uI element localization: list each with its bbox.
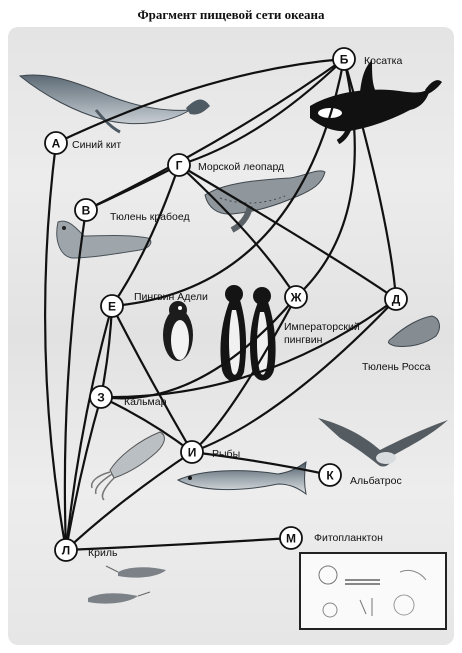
- phytoplankton-illustration: [300, 553, 446, 629]
- node-v: В Тюлень крабоед: [75, 199, 190, 223]
- node-label: Морской леопард: [198, 161, 284, 173]
- node-b: Б Косатка: [333, 48, 402, 70]
- node-label: Тюлень крабоед: [110, 211, 190, 223]
- connection-z-l: [66, 397, 101, 550]
- node-letter: Е: [108, 300, 116, 314]
- node-k: К Альбатрос: [319, 464, 402, 487]
- node-letter: З: [97, 391, 105, 405]
- node-letter: Б: [340, 53, 349, 67]
- connection-d-z: [101, 299, 396, 397]
- node-label: Альбатрос: [350, 475, 402, 487]
- node-e: Е Пингвин Адели: [101, 291, 208, 317]
- albatross-illustration: [318, 418, 448, 467]
- node-letter: А: [52, 137, 61, 151]
- node-label: Рыбы: [212, 448, 240, 460]
- node-letter: В: [82, 204, 91, 218]
- adelie-penguin-illustration: [163, 301, 193, 361]
- node-letter: Ж: [290, 291, 302, 305]
- node-m: М Фитопланктон: [280, 527, 383, 549]
- node-label: Синий кит: [72, 139, 121, 151]
- node-letter: Л: [62, 544, 70, 558]
- node-label: Криль: [88, 547, 118, 559]
- node-label: Косатка: [364, 55, 402, 67]
- node-g: Г Морской леопард: [168, 154, 284, 176]
- node-a: А Синий кит: [45, 132, 121, 154]
- krill-illustration: [88, 566, 166, 604]
- node-z: З Кальмар: [90, 386, 167, 408]
- node-letter: К: [326, 469, 334, 483]
- node-letter: М: [286, 532, 296, 546]
- emperor-penguin-illustration: [220, 285, 275, 381]
- node-letter: И: [188, 446, 197, 460]
- node-letter: Г: [176, 159, 183, 173]
- blue-whale-illustration: [20, 75, 210, 132]
- leopard-seal-illustration: [205, 171, 325, 230]
- node-label: Тюлень Росса: [362, 361, 431, 373]
- connection-a-l: [45, 143, 66, 550]
- crabeater-seal-illustration: [57, 221, 151, 258]
- squid-illustration: [92, 432, 165, 500]
- ross-seal-illustration: [388, 316, 439, 347]
- node-letter: Д: [392, 293, 401, 307]
- node-label: Пингвин Адели: [134, 291, 208, 303]
- node-label: Фитопланктон: [314, 532, 383, 544]
- connection-e-z: [101, 306, 112, 397]
- node-label: Кальмар: [124, 396, 167, 408]
